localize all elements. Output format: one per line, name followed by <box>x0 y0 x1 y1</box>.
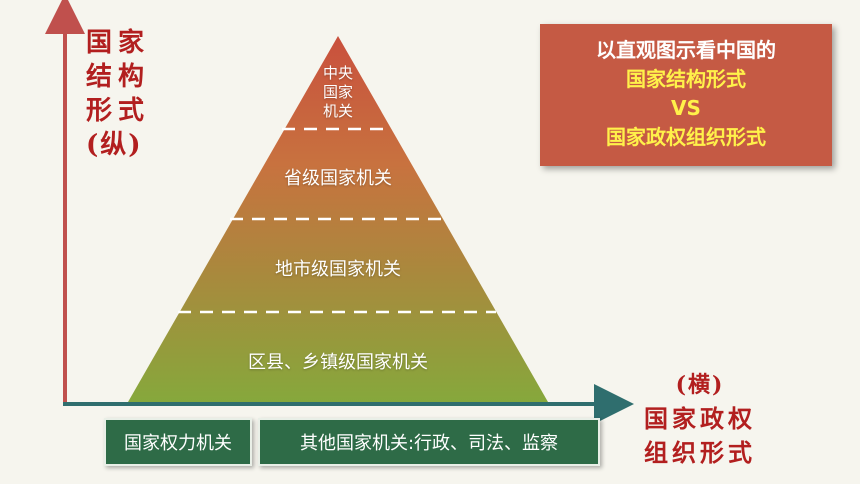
tier-central-line3: 机关 <box>322 102 353 120</box>
tier-central-line1: 中央 <box>322 64 353 82</box>
title-line3: VS <box>671 96 701 120</box>
other-organs-box: 其他国家机关:行政、司法、监察 <box>258 418 600 466</box>
title-line1: 以直观图示看中国的 <box>596 38 776 62</box>
tier-county-township: 区县、乡镇级国家机关 <box>248 352 428 373</box>
horizontal-axis-label-line2: 国家政权 <box>644 404 756 433</box>
vertical-axis-label-line3: 形式 <box>86 96 151 126</box>
vertical-axis-label-line4: (纵) <box>86 130 143 160</box>
horizontal-axis-label-line3: 组织形式 <box>644 438 756 467</box>
title-box: 以直观图示看中国的 国家结构形式 VS 国家政权组织形式 <box>540 24 832 166</box>
vertical-axis-label: 国家 结构 形式 (纵) <box>86 26 156 162</box>
power-organs-box: 国家权力机关 <box>104 418 252 466</box>
tier-central: 中央 国家 机关 <box>308 64 368 121</box>
tier-provincial: 省级国家机关 <box>284 168 392 189</box>
tier-prefecture: 地市级国家机关 <box>275 259 401 280</box>
vertical-axis-label-line2: 结构 <box>86 62 151 92</box>
title-line2: 国家结构形式 <box>626 67 746 91</box>
tier-central-line2: 国家 <box>322 83 353 101</box>
horizontal-axis-label-line1: (横) <box>675 372 725 398</box>
title-line4: 国家政权组织形式 <box>606 125 766 149</box>
pyramid-shape <box>128 36 548 402</box>
horizontal-axis-label: (横) 国家政权 组织形式 <box>630 368 770 470</box>
vertical-axis-label-line1: 国家 <box>86 28 151 58</box>
